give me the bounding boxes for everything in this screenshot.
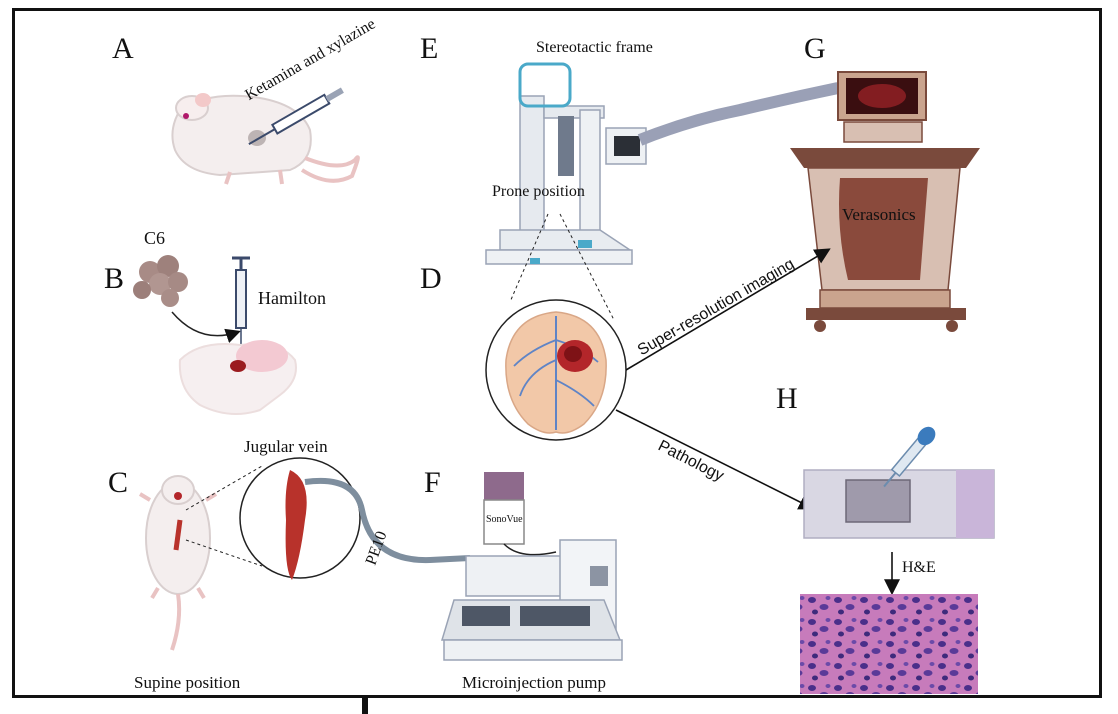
pathology-label-group: Pathology <box>655 437 726 484</box>
brain-illustration <box>505 311 607 434</box>
panel-label-c: C <box>108 466 128 499</box>
dropper-icon <box>883 426 936 488</box>
pathology-label: Pathology <box>655 437 726 484</box>
panel-label-h: H <box>776 382 798 415</box>
panel-label-a: A <box>112 32 134 65</box>
bottom-bar-mark <box>362 698 368 714</box>
sonovue-line <box>503 543 557 556</box>
sonovue-label: SonoVue <box>486 514 523 525</box>
stereotactic-frame-illustration <box>485 62 647 265</box>
super-res-label-group: Super-resolution imaging <box>635 256 798 360</box>
c6-cell-cluster <box>133 255 188 307</box>
mouse-b-head-illustration <box>178 340 297 415</box>
sonovue-vial-icon <box>483 472 525 545</box>
mouse-c-supine-illustration <box>138 475 218 651</box>
jugular-label: Jugular vein <box>244 437 328 456</box>
panel-label-d: D <box>420 262 442 295</box>
hamilton-syringe-icon <box>232 256 250 348</box>
prone-zoom-line-right <box>559 213 615 321</box>
supine-label: Supine position <box>134 673 241 692</box>
pathology-arrow <box>615 409 815 510</box>
c6-injection-arrow <box>171 311 241 343</box>
anesthesia-label: Ketamina and xylazine <box>242 15 378 103</box>
glass-slide-illustration <box>803 469 995 539</box>
c6-label: C6 <box>144 228 165 248</box>
panel-label-e: E <box>420 32 438 65</box>
hamilton-label: Hamilton <box>258 288 326 308</box>
figure-border <box>12 8 1102 698</box>
prone-label: Prone position <box>492 183 585 200</box>
stereotactic-label: Stereotactic frame <box>536 39 653 56</box>
mouse-a-illustration <box>171 93 360 185</box>
zoom-line-upper <box>185 465 263 511</box>
anesthesia-label-group: Ketamina and xylazine <box>242 15 378 103</box>
microinjection-label: Microinjection pump <box>462 673 606 692</box>
he-stained-tissue-image <box>800 594 978 694</box>
zoom-line-lower <box>185 539 263 567</box>
panel-label-b: B <box>104 262 124 295</box>
transducer-cable <box>637 82 840 146</box>
verasonics-system-illustration <box>790 71 980 332</box>
microinjection-pump-illustration <box>440 539 623 661</box>
verasonics-label: Verasonics <box>842 205 916 224</box>
super-res-label: Super-resolution imaging <box>635 256 798 360</box>
pe10-tube <box>304 477 471 564</box>
panel-label-f: F <box>424 466 441 499</box>
panel-label-g: G <box>804 32 826 65</box>
syringe-a-icon <box>248 87 344 145</box>
prone-zoom-line-left <box>509 213 549 303</box>
super-resolution-arrow <box>625 248 831 371</box>
jugular-vein-shape <box>285 470 307 580</box>
he-label: H&E <box>902 559 936 576</box>
